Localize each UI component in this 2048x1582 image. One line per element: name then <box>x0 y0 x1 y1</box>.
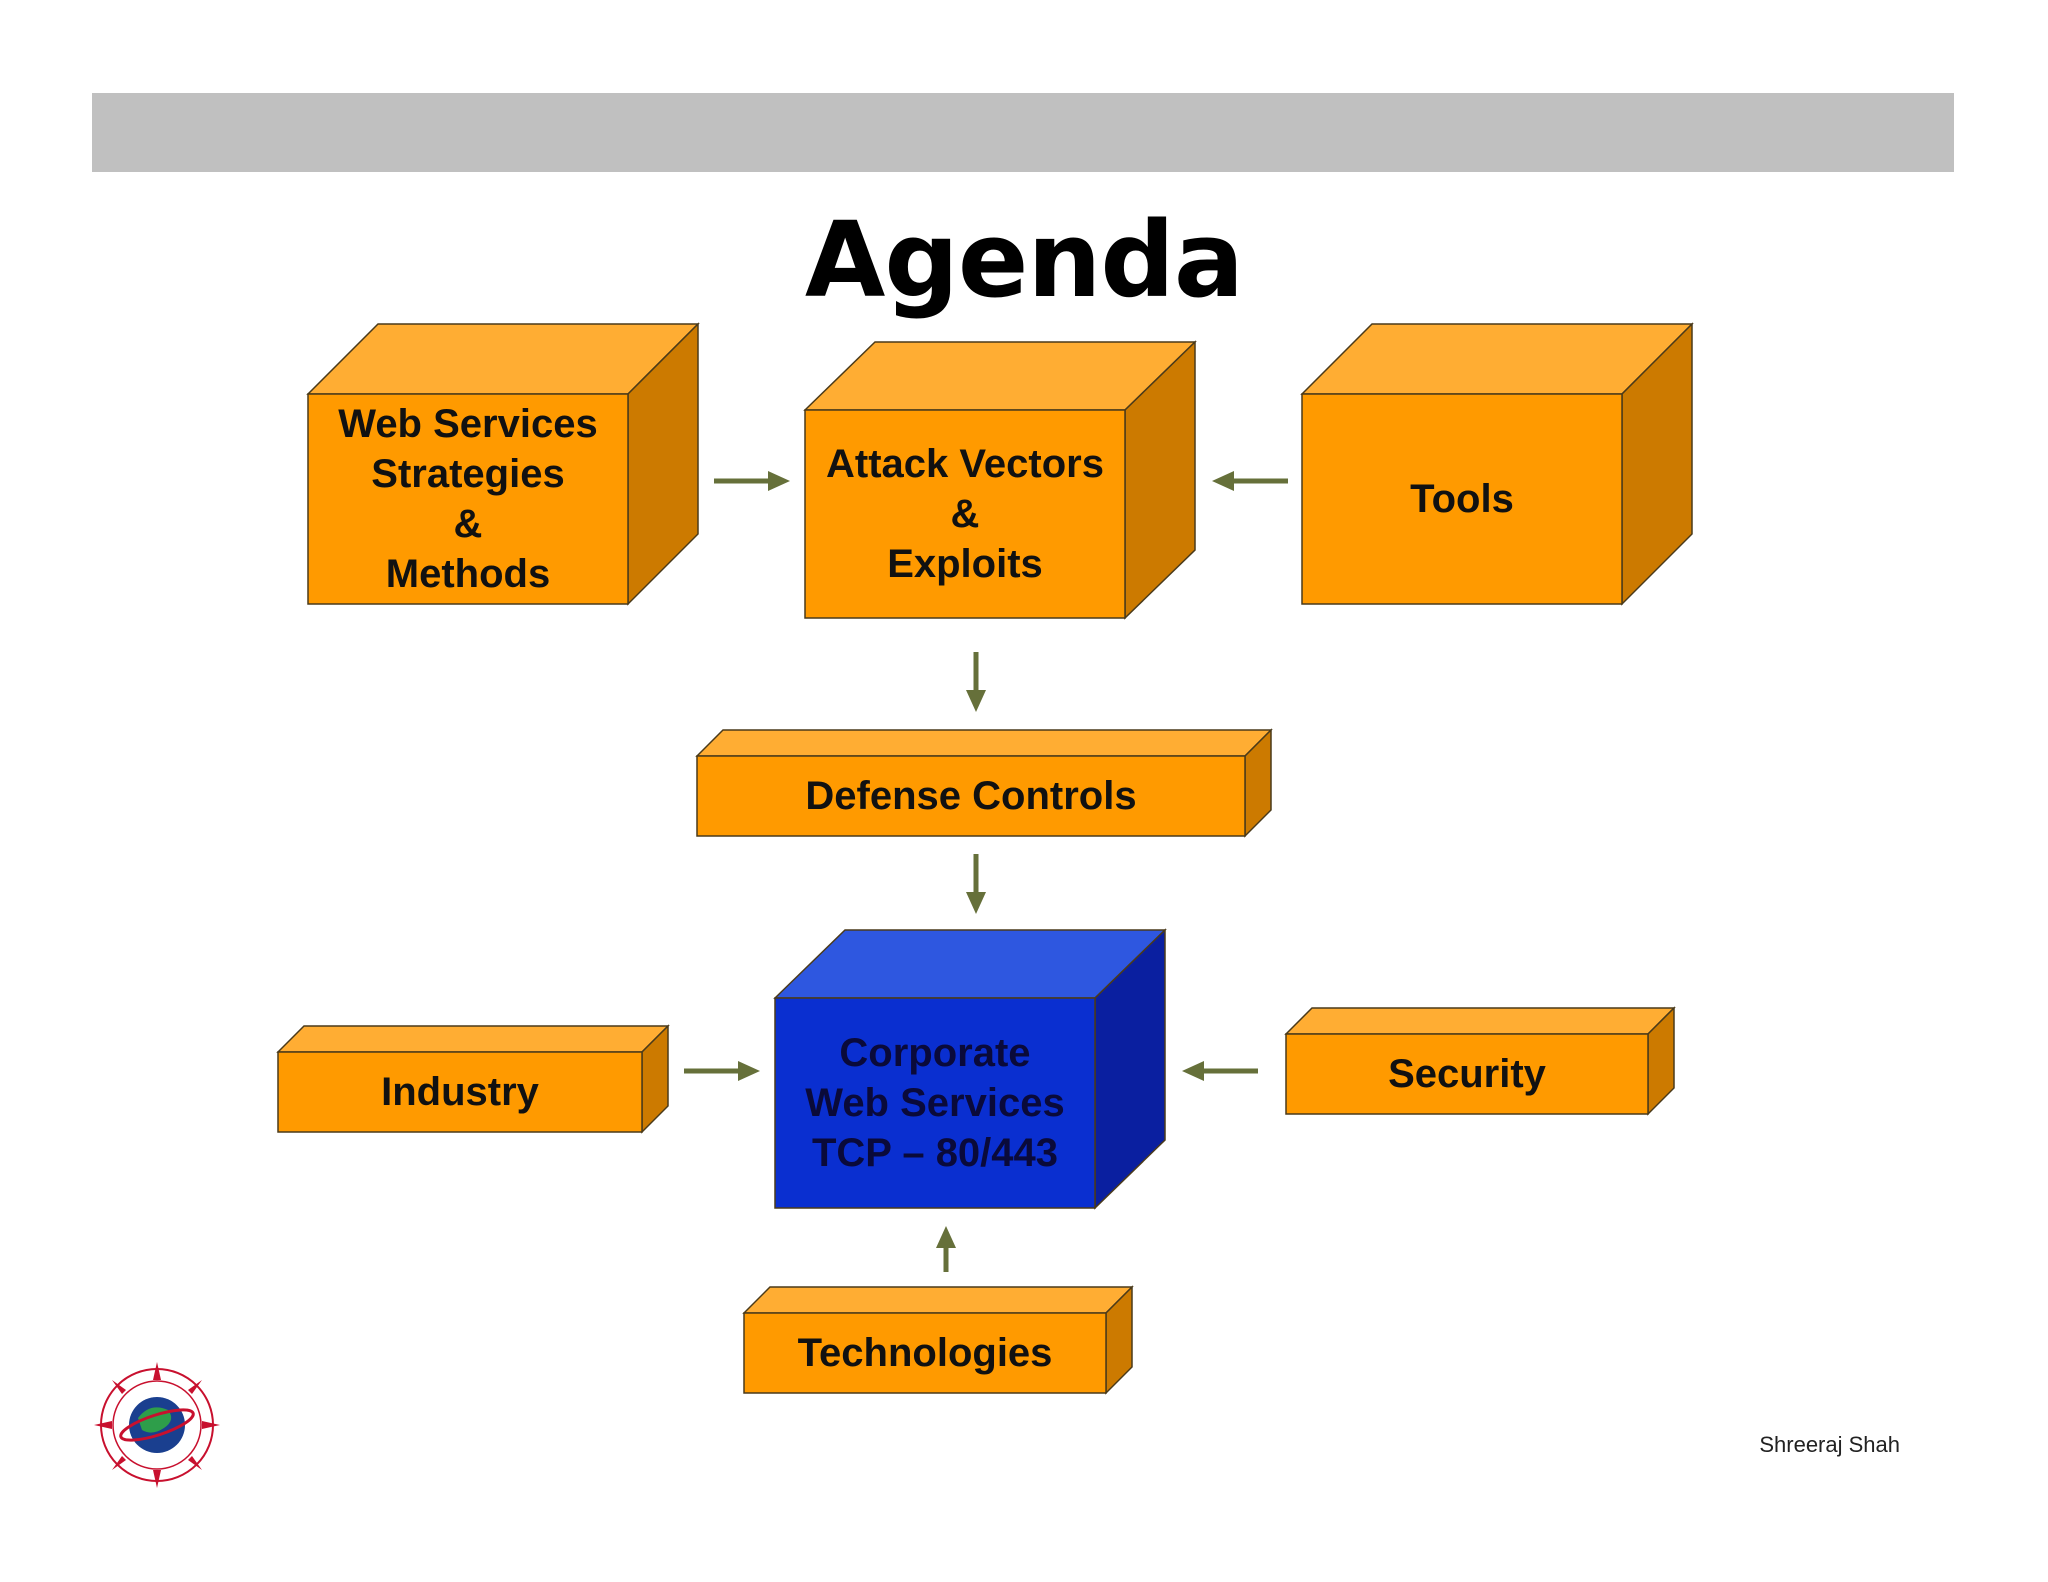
arrow-head <box>936 1226 956 1248</box>
arrow-head <box>966 690 986 712</box>
node-label-attack: Attack Vectors & Exploits <box>826 442 1104 586</box>
arrow-defense-to-corporate <box>966 854 986 914</box>
arrow-technologies-to-corporate <box>936 1226 956 1272</box>
box-top-face <box>1284 1007 1676 1035</box>
arrow-tools-to-attack <box>1212 471 1288 491</box>
box-tools <box>1300 322 1694 606</box>
arrow-head <box>768 471 790 491</box>
arrow-attack-to-defense <box>966 652 986 712</box>
header-band <box>92 93 1954 172</box>
box-defense <box>695 728 1273 838</box>
node-label-technologies: Technologies <box>797 1331 1053 1375</box>
box-front-face <box>743 1312 1107 1394</box>
box-front-face <box>774 997 1096 1209</box>
box-front-face <box>1301 393 1623 605</box>
node-label-security: Security <box>1388 1052 1546 1096</box>
box-front-face <box>1285 1033 1649 1115</box>
box-top-face <box>742 1286 1134 1314</box>
box-top-face <box>276 1025 670 1053</box>
node-label-strategies: Web Services Strategies & Methods <box>338 402 598 596</box>
node-label-corporate: Corporate Web Services TCP – 80/443 <box>805 1031 1065 1175</box>
box-top-face <box>695 729 1273 757</box>
box-industry <box>276 1024 670 1134</box>
box-front-face <box>307 393 629 605</box>
box-corporate <box>773 928 1167 1210</box>
arrow-industry-to-corporate <box>684 1061 760 1081</box>
node-label-defense: Defense Controls <box>805 774 1137 818</box>
arrow-head <box>1182 1061 1204 1081</box>
box-strategies <box>306 322 700 606</box>
box-technologies <box>742 1285 1134 1395</box>
conference-seal-logo-icon <box>94 1362 220 1488</box>
box-front-face <box>277 1051 643 1133</box>
arrow-head <box>738 1061 760 1081</box>
arrow-security-to-corporate <box>1182 1061 1258 1081</box>
node-label-tools: Tools <box>1410 477 1514 521</box>
box-front-face <box>696 755 1246 837</box>
arrow-head <box>966 892 986 914</box>
arrow-strategies-to-attack <box>714 471 790 491</box>
box-security <box>1284 1006 1676 1116</box>
box-front-face <box>804 409 1126 619</box>
box-attack <box>803 340 1197 620</box>
node-label-industry: Industry <box>381 1070 539 1114</box>
arrow-head <box>1212 471 1234 491</box>
author-credit: Shreeraj Shah <box>1759 1432 1900 1457</box>
slide-title: Agenda <box>804 199 1244 321</box>
